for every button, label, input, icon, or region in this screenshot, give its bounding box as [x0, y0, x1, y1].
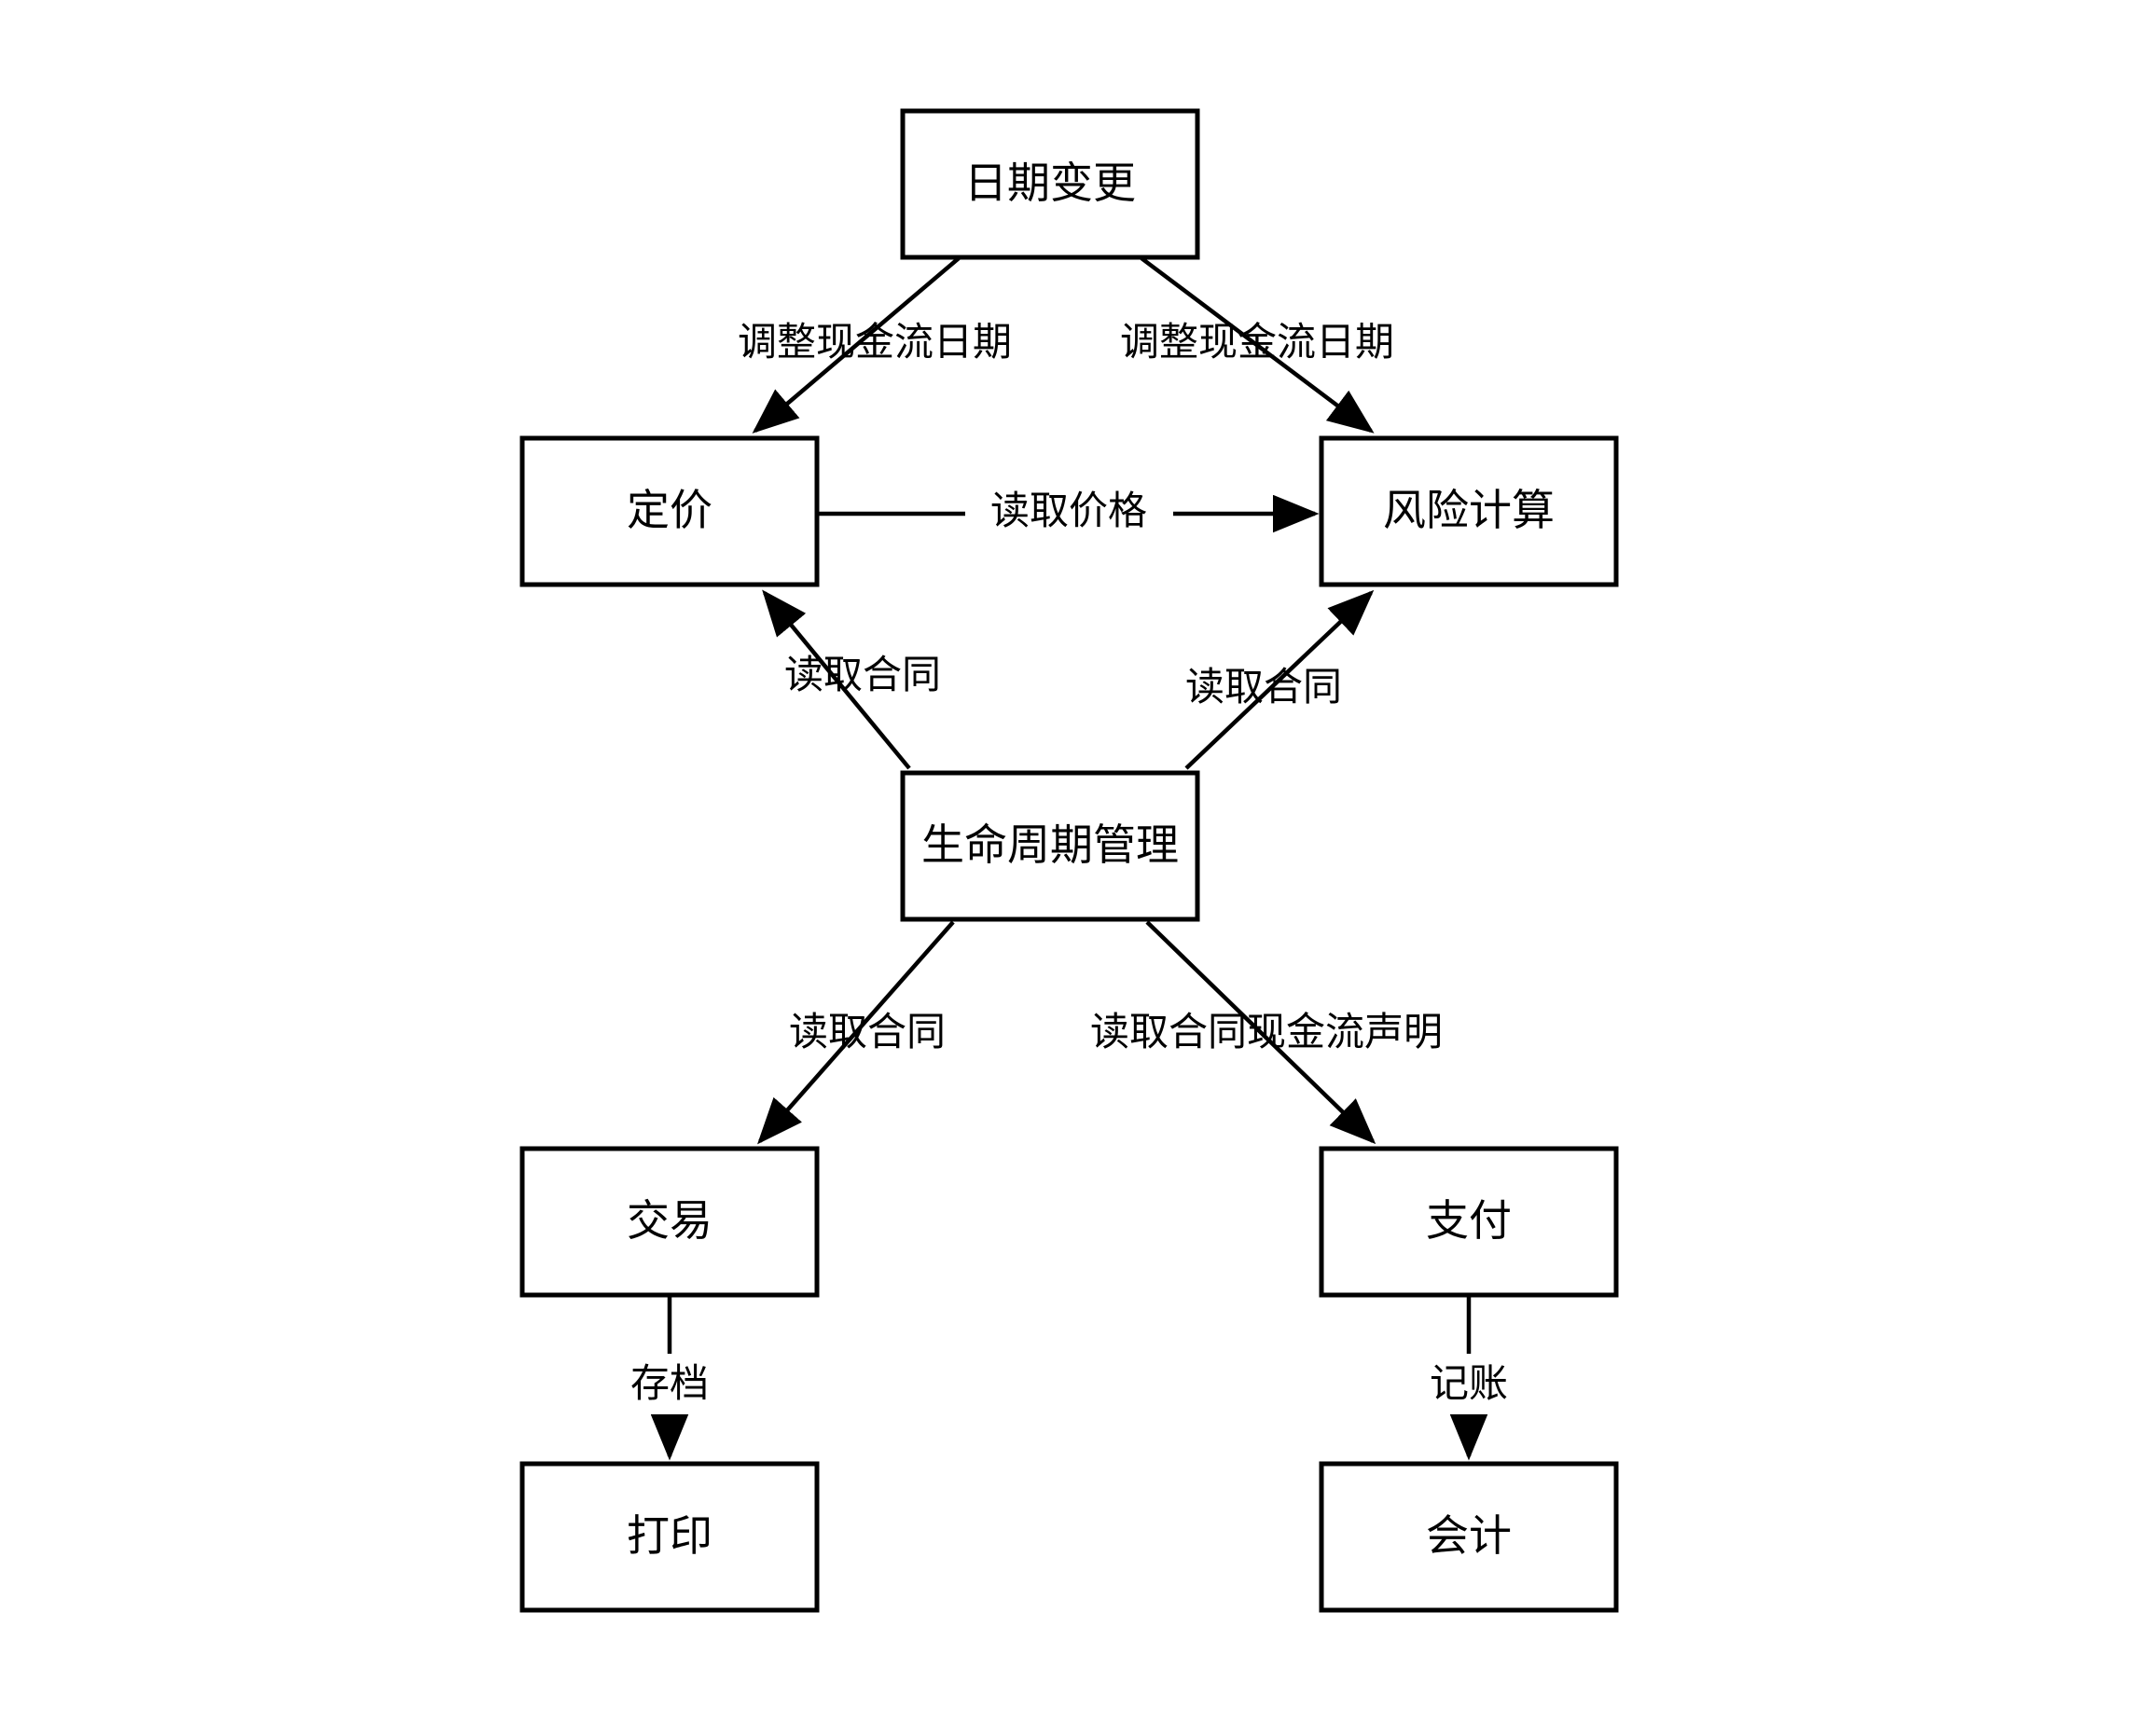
edge-line — [757, 920, 955, 1145]
node-box[interactable] — [1319, 1146, 1619, 1298]
node-label-print: 打印 — [627, 1511, 712, 1560]
node-label-lifecycle-management: 生命周期管理 — [921, 820, 1179, 869]
edge-line — [752, 256, 961, 434]
edge-date-change-to-risk: 调整现金流日期 — [1120, 256, 1394, 434]
edge-label-trading-to-print: 存档 — [630, 1361, 709, 1405]
node-label-trading: 交易 — [627, 1196, 712, 1245]
node-payment[interactable]: 支付 — [1319, 1146, 1619, 1298]
edge-label-lifecycle-to-risk: 读取合同 — [1185, 665, 1342, 709]
edge-lifecycle-to-trading: 读取合同 — [757, 920, 955, 1145]
node-box[interactable] — [900, 770, 1200, 922]
edge-line — [1184, 589, 1375, 770]
node-box[interactable] — [900, 108, 1200, 260]
edge-label-lifecycle-to-payment: 读取合同现金流声明 — [1090, 1010, 1443, 1054]
node-box[interactable] — [519, 435, 820, 587]
edge-payment-to-accounting: 记账 — [1430, 1297, 1508, 1461]
edge-trading-to-print: 存档 — [630, 1297, 709, 1461]
edge-line — [1145, 920, 1376, 1145]
edge-pricing-to-risk: 读取价格 — [819, 489, 1320, 533]
edge-label-date-change-to-pricing: 调整现金流日期 — [738, 320, 1012, 364]
edge-label-lifecycle-to-trading: 读取合同 — [789, 1010, 946, 1054]
edge-lifecycle-to-risk: 读取合同 — [1184, 589, 1375, 770]
node-lifecycle-management[interactable]: 生命周期管理 — [900, 770, 1200, 922]
edge-date-change-to-pricing: 调整现金流日期 — [738, 256, 1012, 434]
node-box[interactable] — [519, 1146, 820, 1298]
edge-lifecycle-to-payment: 读取合同现金流声明 — [1090, 920, 1443, 1145]
edge-label-pricing-to-risk: 读取价格 — [990, 489, 1147, 532]
edge-lifecycle-to-pricing: 读取合同 — [762, 589, 941, 770]
node-label-pricing: 定价 — [627, 486, 712, 534]
node-label-accounting: 会计 — [1426, 1511, 1512, 1560]
node-trading[interactable]: 交易 — [519, 1146, 820, 1298]
node-box[interactable] — [1319, 435, 1619, 587]
node-print[interactable]: 打印 — [519, 1461, 820, 1613]
edge-label-lifecycle-to-pricing: 读取合同 — [784, 653, 941, 696]
node-label-risk-calculation: 风险计算 — [1383, 486, 1555, 534]
node-label-date-change: 日期变更 — [964, 158, 1136, 207]
node-date-change[interactable]: 日期变更 — [900, 108, 1200, 260]
node-box[interactable] — [1319, 1461, 1619, 1613]
edge-line — [762, 589, 911, 770]
edge-label-date-change-to-risk: 调整现金流日期 — [1120, 320, 1394, 364]
edge-label-payment-to-accounting: 记账 — [1430, 1361, 1508, 1405]
node-risk-calculation[interactable]: 风险计算 — [1319, 435, 1619, 587]
node-pricing[interactable]: 定价 — [519, 435, 820, 587]
node-accounting[interactable]: 会计 — [1319, 1461, 1619, 1613]
edge-line — [1140, 256, 1375, 434]
node-box[interactable] — [519, 1461, 820, 1613]
node-label-payment: 支付 — [1426, 1196, 1512, 1245]
